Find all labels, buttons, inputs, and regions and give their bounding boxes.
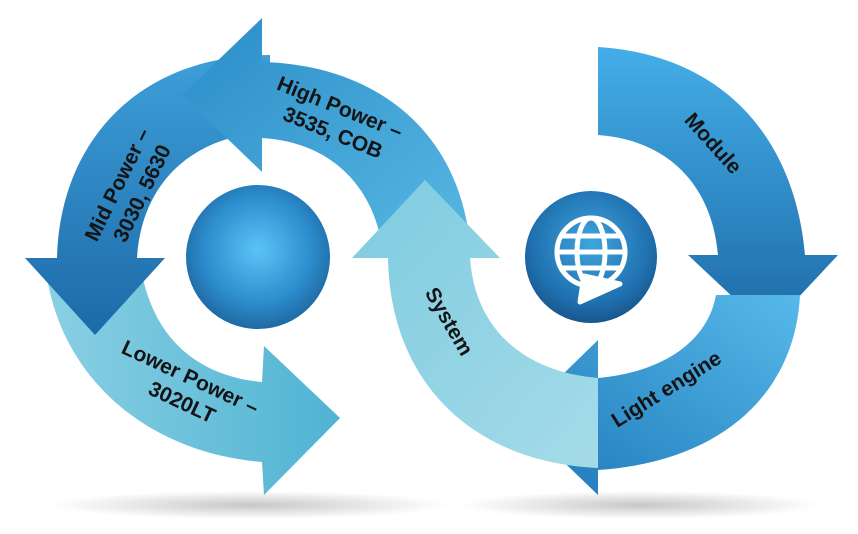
lower-power-arrow <box>45 262 340 495</box>
right-hub-circle <box>525 191 657 323</box>
mid-power-arrow <box>25 55 270 335</box>
left-ground-shadow <box>50 491 450 519</box>
high-power-arrow <box>182 18 470 245</box>
right-ground-shadow <box>460 491 820 519</box>
right-hub <box>518 184 664 330</box>
globe-arrow-icon <box>554 215 628 305</box>
module-arrow <box>598 47 838 330</box>
left-hub-circle <box>186 185 330 329</box>
system-arrow <box>352 180 598 468</box>
